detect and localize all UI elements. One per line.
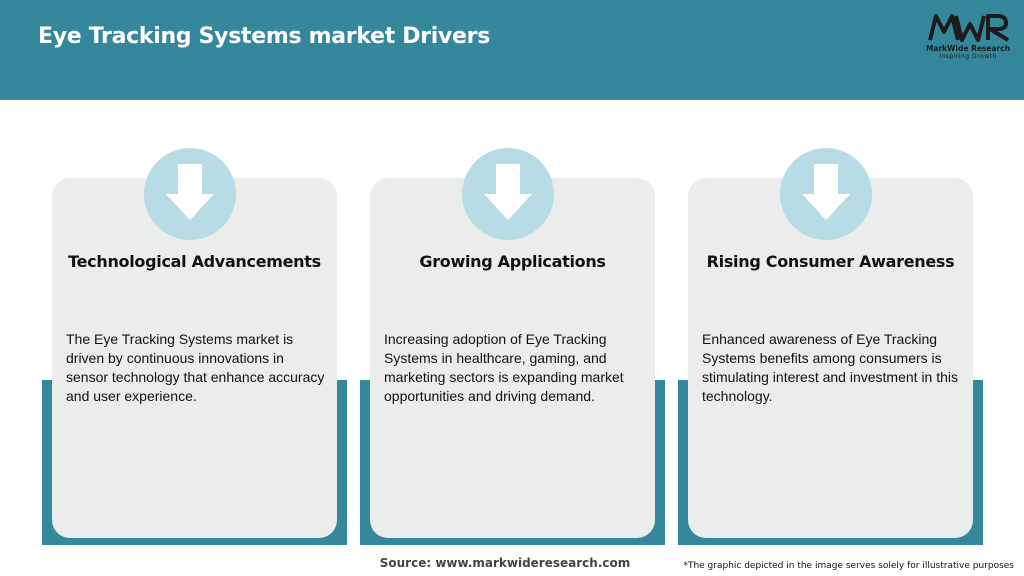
down-arrow-icon <box>166 164 214 220</box>
card-description: Enhanced awareness of Eye Tracking Syste… <box>702 331 959 404</box>
card-panel: Growing Applications Increasing adoption… <box>370 148 655 538</box>
logo: MarkWide Research Inspiring Growth <box>918 10 1018 60</box>
header-banner: Eye Tracking Systems market Drivers Mark… <box>0 0 1024 100</box>
icon-circle <box>144 148 236 240</box>
page-title: Eye Tracking Systems market Drivers <box>38 24 491 49</box>
driver-card-1: Technological Advancements The Eye Track… <box>42 148 357 548</box>
icon-circle <box>780 148 872 240</box>
down-arrow-icon <box>484 164 532 220</box>
mwr-logo-icon <box>928 14 1010 42</box>
disclaimer-note: *The graphic depicted in the image serve… <box>683 561 1014 571</box>
logo-name: MarkWide Research <box>925 44 1011 53</box>
icon-circle <box>462 148 554 240</box>
card-panel: Rising Consumer Awareness Enhanced aware… <box>688 148 973 538</box>
card-description: The Eye Tracking Systems market is drive… <box>66 331 325 404</box>
driver-card-2: Growing Applications Increasing adoption… <box>360 148 675 548</box>
logo-tagline: Inspiring Growth <box>939 53 997 60</box>
down-arrow-icon <box>802 164 850 220</box>
card-title: Rising Consumer Awareness <box>706 252 955 271</box>
source-link[interactable]: Source: www.markwideresearch.com <box>379 556 631 570</box>
card-panel: Technological Advancements The Eye Track… <box>52 148 337 538</box>
card-title: Growing Applications <box>419 252 606 271</box>
card-description: Increasing adoption of Eye Tracking Syst… <box>384 331 624 404</box>
driver-card-3: Rising Consumer Awareness Enhanced aware… <box>678 148 993 548</box>
card-title: Technological Advancements <box>68 252 321 271</box>
